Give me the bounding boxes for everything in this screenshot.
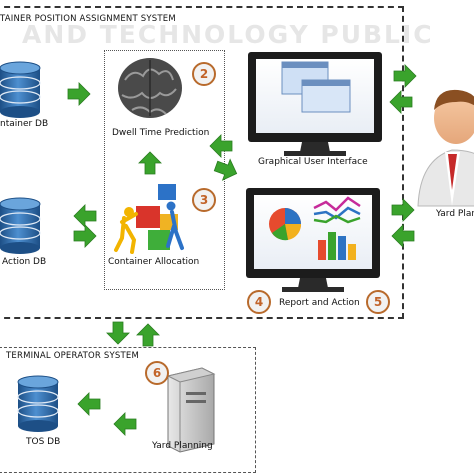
step-badge-6: 6 [145, 361, 169, 385]
gui-label: Graphical User Interface [258, 157, 368, 167]
step-number-3: 3 [199, 193, 209, 207]
yard-planner-label: Yard Plan [436, 209, 474, 219]
step-badge-2: 2 [192, 62, 216, 86]
action-db-label: Action DB [2, 257, 47, 267]
step-badge-3: 3 [192, 188, 216, 212]
arrow-tos-db-to-server [77, 392, 101, 416]
tos-frame [0, 347, 256, 473]
arrow-system-to-tos [106, 321, 130, 345]
step-number-5: 5 [373, 295, 383, 309]
step-number-6: 6 [152, 366, 162, 380]
cpas-frame-title: TAINER POSITION ASSIGNMENT SYSTEM [0, 14, 176, 24]
tos-db-icon [17, 375, 59, 433]
step-number-4: 4 [254, 295, 264, 309]
arrow-gui-to-planner [393, 64, 417, 88]
arrow-container-db-to-system [67, 82, 91, 106]
arrow-allocation-to-action-db [73, 204, 97, 228]
container-db-label: ntainer DB [0, 119, 49, 129]
action-db-icon [0, 197, 41, 255]
step-number-2: 2 [199, 67, 209, 81]
container-db-icon [0, 61, 41, 119]
arrow-allocation-to-report [211, 155, 241, 185]
server-icon [166, 367, 216, 453]
arrow-gui-to-prediction [209, 134, 233, 158]
cpas-frame [0, 6, 404, 319]
arrow-report-to-planner [391, 198, 415, 222]
arrow-server-to-tos-db [113, 412, 137, 436]
arrow-action-db-to-allocation [73, 224, 97, 248]
arrow-tos-to-system [136, 323, 160, 347]
arrow-planner-to-report [391, 224, 415, 248]
arrow-allocation-to-prediction [138, 151, 162, 175]
yard-planner-person-icon [417, 89, 474, 207]
report-and-action-label: Report and Action [279, 298, 360, 308]
watermark-text: AND TECHNOLOGY PUBLIC [22, 20, 434, 49]
yard-planning-label: Yard Planning [152, 441, 213, 451]
report-monitor-icon [246, 188, 380, 292]
step-badge-5: 5 [366, 290, 390, 314]
gui-monitor-icon [248, 52, 382, 156]
tos-db-label: TOS DB [26, 437, 61, 447]
container-allocation-label: Container Allocation [108, 257, 200, 267]
container-allocation-icon [114, 184, 184, 254]
step-badge-4: 4 [247, 290, 271, 314]
arrow-planner-to-gui [389, 90, 413, 114]
brain-icon [118, 58, 182, 118]
tos-frame-title: TERMINAL OPERATOR SYSTEM [6, 351, 139, 361]
dwell-time-prediction-label: Dwell Time Prediction [112, 128, 210, 138]
